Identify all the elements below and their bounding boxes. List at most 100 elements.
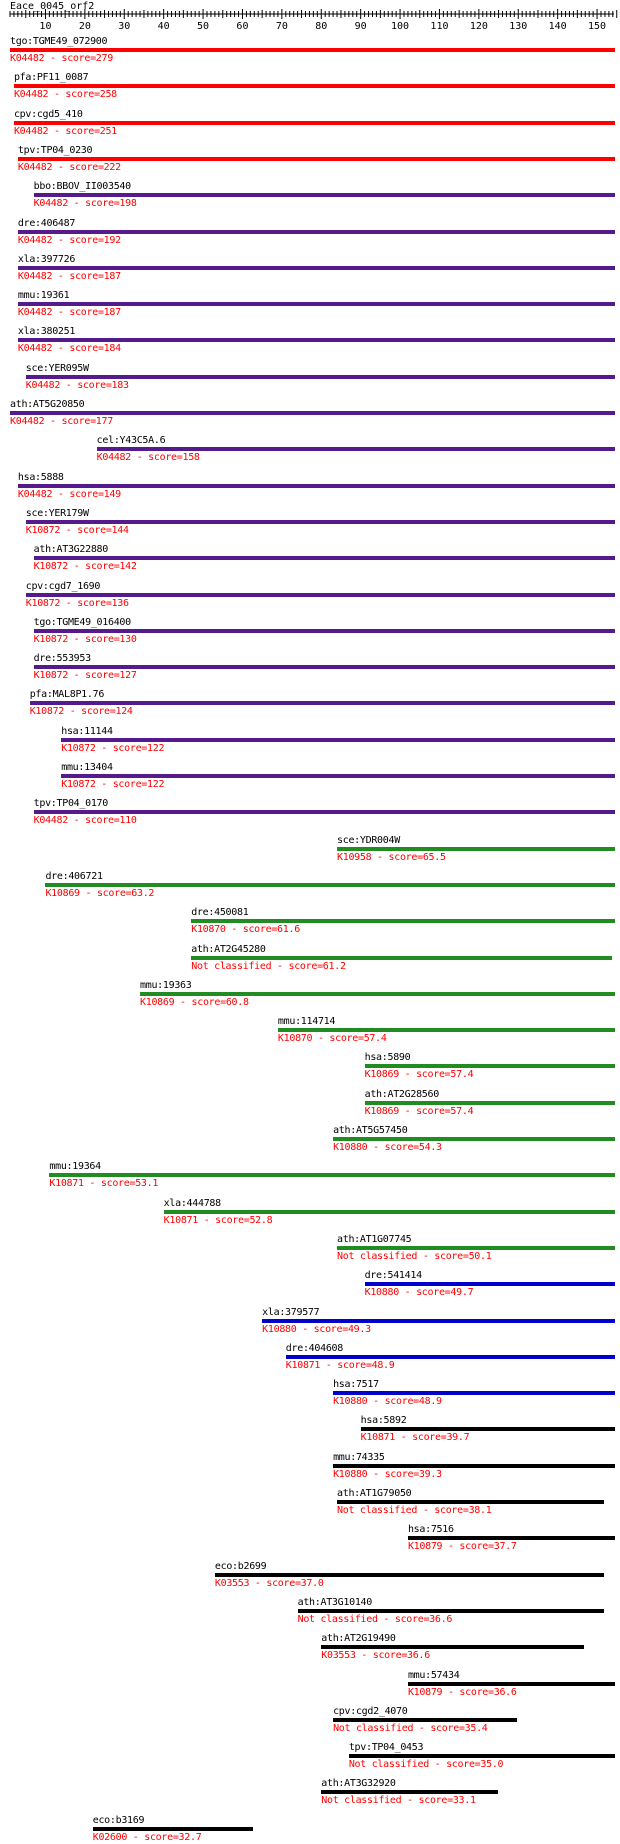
hit-score-label[interactable]: K04482 - score=184	[17, 343, 121, 355]
hit-name[interactable]: xla:379577	[262, 1306, 320, 1318]
hit-score-label[interactable]: K04482 - score=110	[33, 815, 137, 827]
hit-alignment-bar[interactable]	[337, 1500, 604, 1504]
hit-alignment-bar[interactable]	[29, 701, 615, 706]
hit-alignment-bar[interactable]	[10, 411, 615, 415]
hit-name[interactable]: mmu:13404	[61, 762, 113, 773]
hit-score-label[interactable]: K04482 - score=198	[33, 198, 137, 210]
hit-score-label[interactable]: K10871 - score=53.1	[49, 1178, 159, 1190]
hit-alignment-bar[interactable]	[33, 628, 615, 633]
hit-score-label[interactable]: K10872 - score=142	[33, 561, 137, 573]
hit-score-label[interactable]: K10870 - score=61.6	[191, 924, 300, 936]
hit-name[interactable]: ath:AT2G19490	[321, 1633, 396, 1645]
hit-name[interactable]: hsa:11144	[61, 725, 113, 737]
hit-name[interactable]: sce:YER095W	[25, 362, 89, 374]
hit-name[interactable]: bbo:BBOV_II003540	[33, 181, 132, 193]
hit-name[interactable]: ath:AT3G22880	[33, 544, 109, 556]
hit-score-label[interactable]: K02600 - score=32.7	[92, 1831, 202, 1843]
hit-name[interactable]: ath:AT5G57450	[333, 1125, 408, 1136]
hit-name[interactable]: dre:450081	[191, 907, 249, 919]
hit-score-label[interactable]: K10880 - score=39.3	[333, 1468, 442, 1480]
hit-score-label[interactable]: K10872 - score=127	[33, 670, 137, 682]
hit-alignment-bar[interactable]	[407, 1536, 615, 1541]
hit-alignment-bar[interactable]	[33, 665, 615, 670]
hit-name[interactable]: pfa:PF11_0087	[13, 72, 89, 84]
hit-score-label[interactable]: Not classified - score=33.1	[321, 1795, 476, 1807]
hit-score-label[interactable]: Not classified - score=35.0	[348, 1759, 504, 1771]
hit-alignment-bar[interactable]	[92, 1826, 254, 1831]
hit-name[interactable]: hsa:7517	[333, 1379, 379, 1391]
hit-alignment-bar[interactable]	[25, 374, 615, 379]
hit-alignment-bar[interactable]	[337, 846, 615, 851]
hit-name[interactable]: cpv:cgd7_1690	[25, 580, 101, 592]
hit-score-label[interactable]: K10879 - score=36.6	[407, 1686, 517, 1698]
hit-alignment-bar[interactable]	[337, 1245, 615, 1250]
hit-alignment-bar[interactable]	[364, 1282, 615, 1287]
hit-alignment-bar[interactable]	[33, 810, 615, 815]
hit-alignment-bar[interactable]	[17, 302, 615, 307]
hit-score-label[interactable]: K03553 - score=37.0	[214, 1577, 324, 1589]
hit-score-label[interactable]: Not classified - score=50.1	[337, 1250, 492, 1262]
hit-alignment-bar[interactable]	[214, 1572, 604, 1577]
hit-name[interactable]: cpv:cgd5_410	[13, 108, 83, 120]
hit-alignment-bar[interactable]	[17, 338, 615, 343]
hit-name[interactable]: hsa:5892	[360, 1415, 407, 1427]
hit-name[interactable]: hsa:7516	[407, 1524, 454, 1536]
hit-name[interactable]: tpv:TP04_0230	[17, 144, 93, 156]
hit-name[interactable]: xla:380251	[17, 326, 76, 338]
hit-name[interactable]: sce:YDR004W	[337, 834, 400, 846]
hit-score-label[interactable]: K04482 - score=149	[17, 488, 121, 500]
hit-name[interactable]: ath:AT5G20850	[10, 399, 85, 410]
hit-score-label[interactable]: K10872 - score=124	[29, 706, 133, 718]
hit-alignment-bar[interactable]	[333, 1391, 615, 1396]
hit-name[interactable]: hsa:5890	[364, 1052, 411, 1064]
hit-alignment-bar[interactable]	[191, 919, 615, 924]
hit-alignment-bar[interactable]	[96, 447, 615, 452]
hit-name[interactable]: tpv:TP04_0453	[348, 1742, 424, 1754]
hit-score-label[interactable]: K10871 - score=52.8	[163, 1214, 273, 1226]
hit-alignment-bar[interactable]	[163, 1209, 615, 1214]
hit-name[interactable]: tgo:TGME49_016400	[33, 616, 132, 628]
hit-score-label[interactable]: K10872 - score=130	[33, 633, 137, 645]
hit-name[interactable]: cel:Y43C5A.6	[96, 435, 166, 447]
hit-alignment-bar[interactable]	[17, 229, 615, 234]
hit-name[interactable]: mmu:19363	[140, 979, 192, 991]
hit-alignment-bar[interactable]	[25, 592, 615, 597]
hit-score-label[interactable]: Not classified - score=35.4	[333, 1722, 488, 1734]
hit-alignment-bar[interactable]	[33, 556, 615, 561]
hit-score-label[interactable]: K10872 - score=122	[61, 742, 165, 754]
hit-score-label[interactable]: K10872 - score=136	[25, 597, 129, 609]
hit-name[interactable]: sce:YER179W	[25, 507, 89, 519]
hit-name[interactable]: mmu:19364	[49, 1161, 101, 1173]
hit-score-label[interactable]: K10869 - score=57.4	[364, 1069, 474, 1081]
hit-name[interactable]: tgo:TGME49_072900	[10, 36, 108, 47]
hit-alignment-bar[interactable]	[360, 1427, 615, 1432]
hit-name[interactable]: mmu:114714	[277, 1016, 336, 1028]
hit-name[interactable]: pfa:MAL8P1.76	[29, 689, 105, 701]
hit-alignment-bar[interactable]	[13, 120, 615, 125]
hit-alignment-bar[interactable]	[407, 1681, 615, 1686]
hit-alignment-bar[interactable]	[321, 1790, 498, 1795]
hit-score-label[interactable]: K04482 - score=187	[17, 307, 121, 319]
hit-alignment-bar[interactable]	[364, 1100, 615, 1105]
hit-alignment-bar[interactable]	[333, 1463, 615, 1468]
hit-alignment-bar[interactable]	[33, 193, 615, 198]
hit-alignment-bar[interactable]	[13, 84, 615, 89]
hit-name[interactable]: cpv:cgd2_4070	[333, 1705, 408, 1717]
hit-score-label[interactable]: K04482 - score=279	[10, 53, 113, 64]
hit-alignment-bar[interactable]	[191, 955, 612, 960]
hit-name[interactable]: dre:406721	[45, 870, 103, 882]
hit-name[interactable]: dre:541414	[364, 1270, 423, 1282]
hit-name[interactable]: xla:444788	[163, 1197, 222, 1209]
hit-score-label[interactable]: K10872 - score=122	[61, 779, 165, 790]
hit-alignment-bar[interactable]	[364, 1064, 615, 1069]
hit-alignment-bar[interactable]	[277, 1028, 615, 1033]
hit-score-label[interactable]: Not classified - score=36.6	[297, 1613, 453, 1625]
hit-score-label[interactable]: K04482 - score=158	[96, 452, 200, 464]
hit-score-label[interactable]: K04482 - score=251	[13, 125, 117, 137]
hit-score-label[interactable]: K03553 - score=36.6	[321, 1650, 430, 1662]
hit-score-label[interactable]: K10869 - score=60.8	[140, 996, 249, 1008]
hit-score-label[interactable]: K04482 - score=177	[10, 416, 113, 427]
hit-name[interactable]: dre:553953	[33, 653, 92, 665]
hit-name[interactable]: dre:406487	[17, 217, 76, 229]
hit-alignment-bar[interactable]	[17, 483, 615, 488]
